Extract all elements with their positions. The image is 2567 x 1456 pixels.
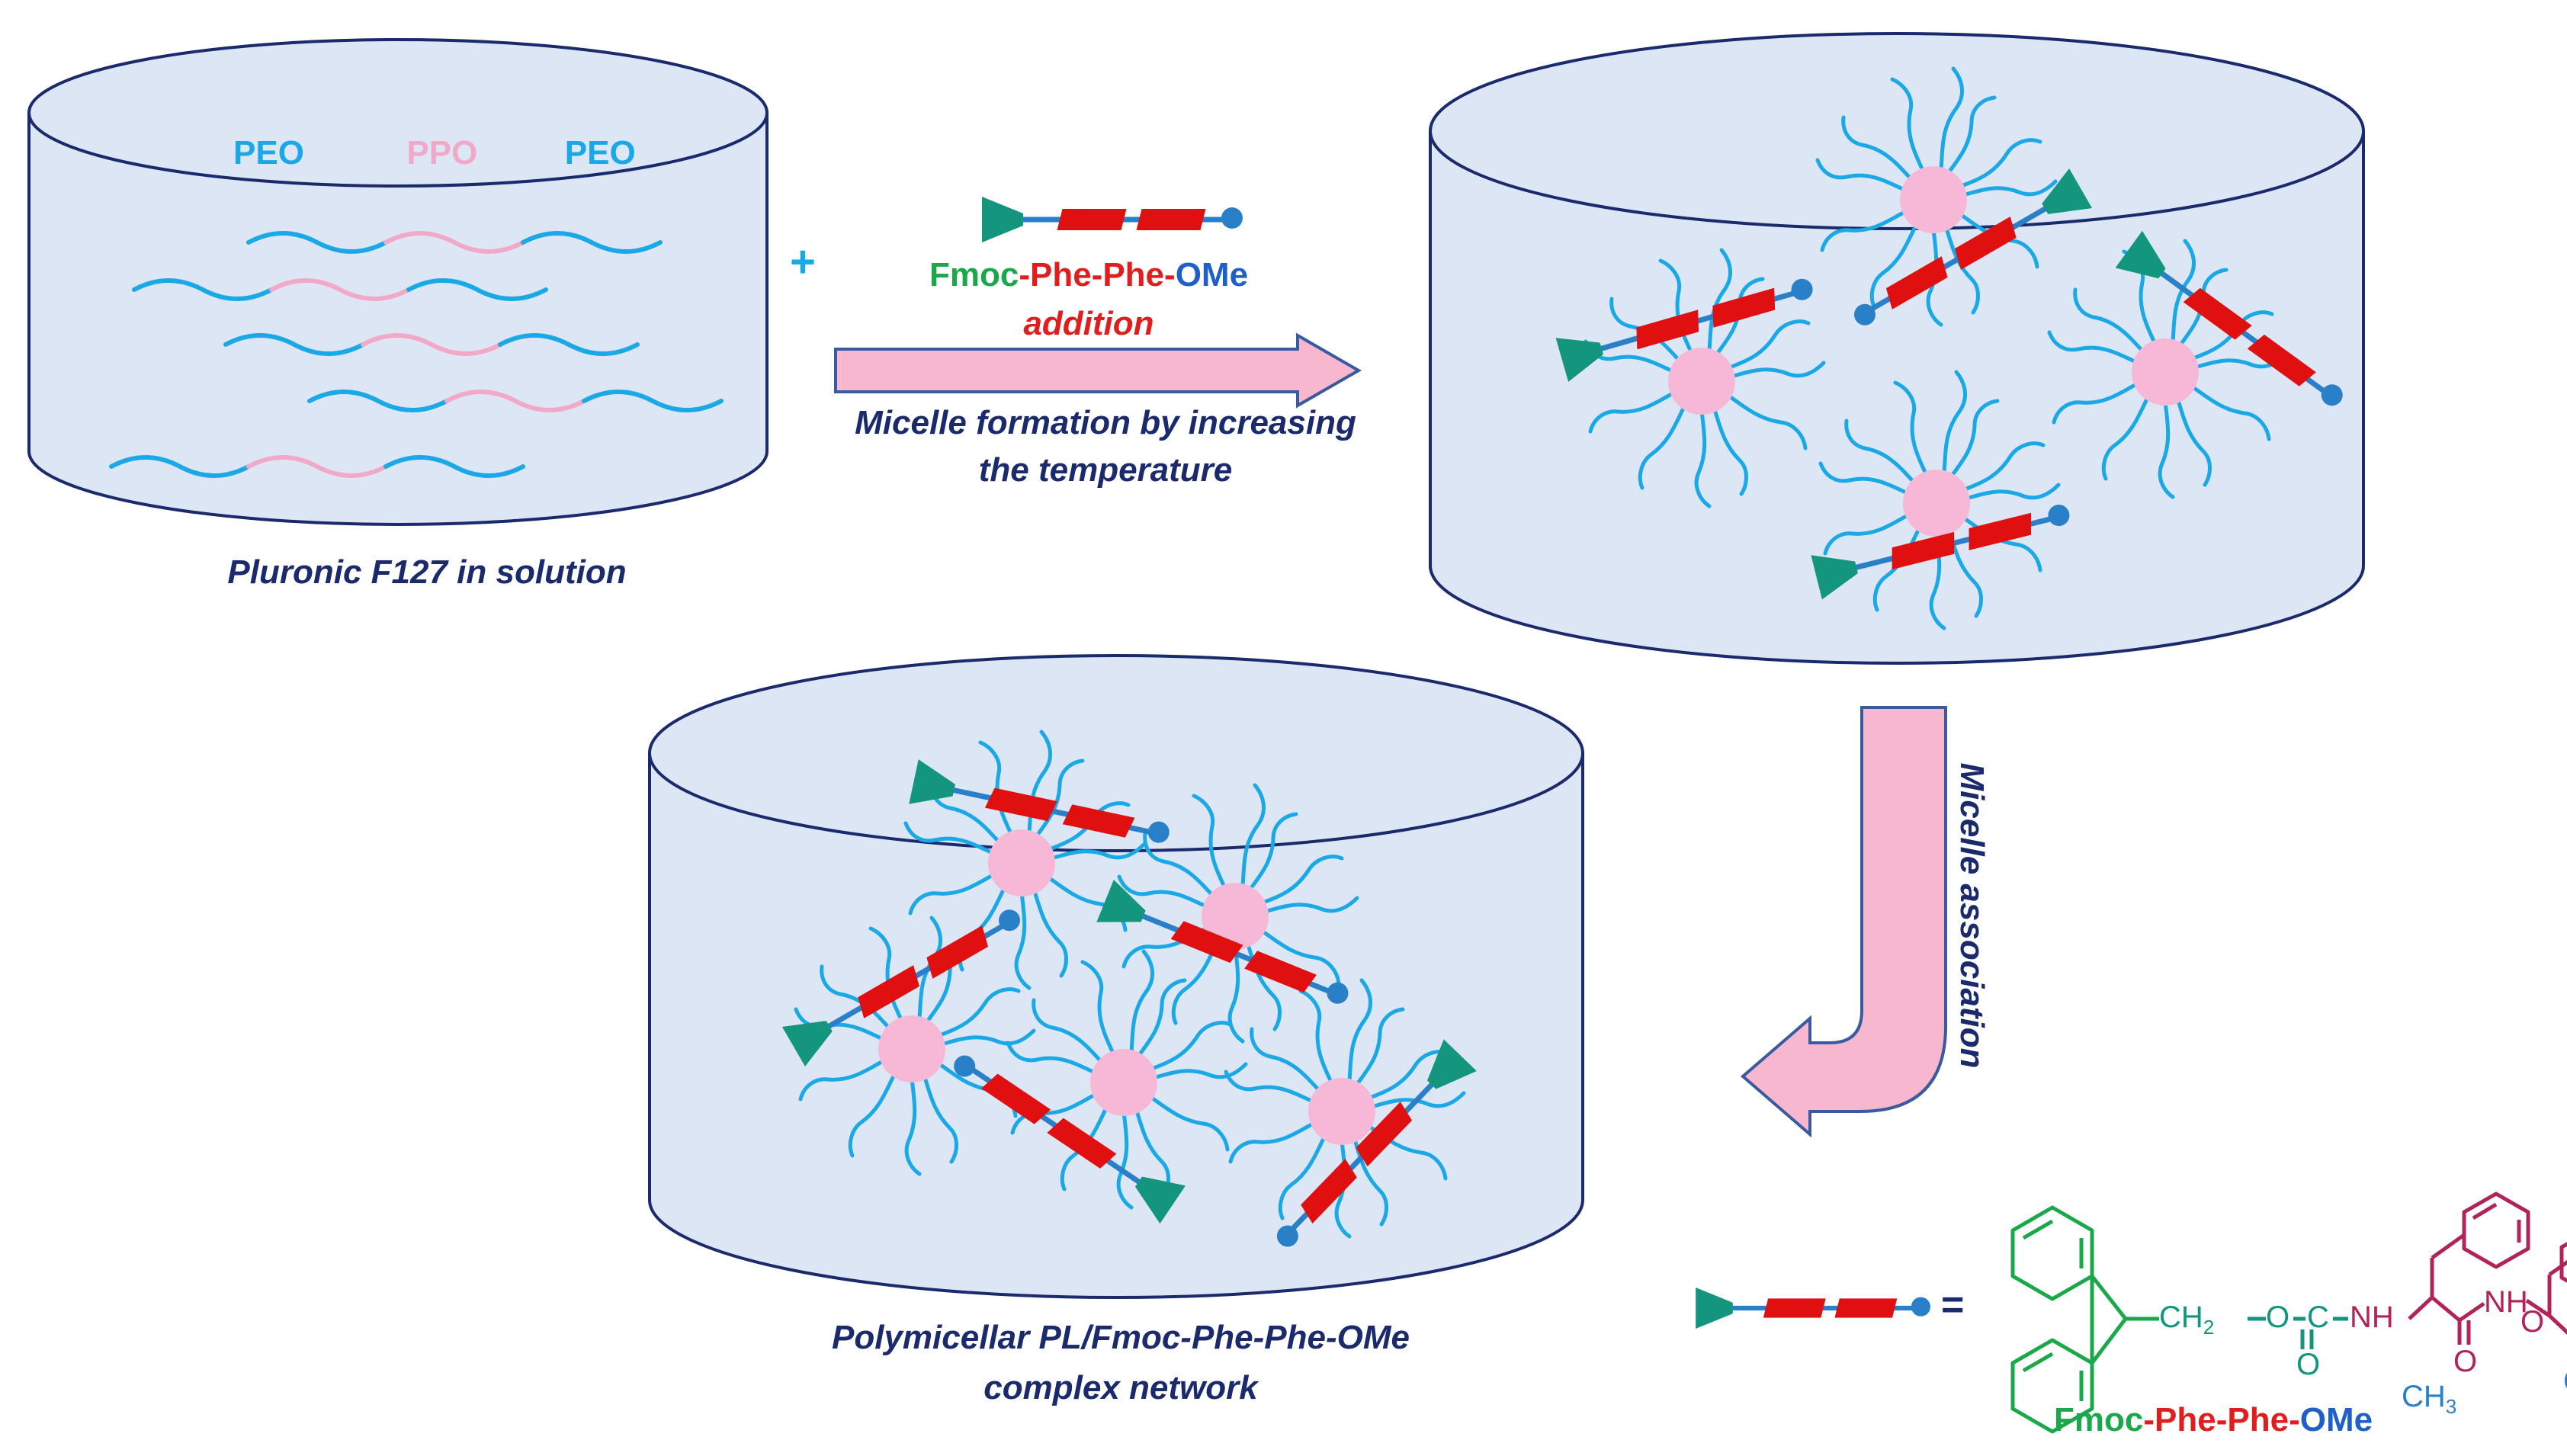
caption-pluronic-solution: Pluronic F127 in solution [227,553,627,591]
legend-peptide-icon [1696,1288,1930,1329]
legend-peptide-name: Fmoc-Phe-Phe-OMe [2054,1401,2373,1439]
arrow1-label-line2: the temperature [978,451,1233,489]
fmoc-text: Fmoc [2054,1401,2144,1438]
peptide-backbone [2408,1191,2551,1345]
phe-text: Phe [2227,1401,2289,1438]
hyphen: - [2216,1401,2228,1438]
phe2-ring [2559,1242,2567,1283]
formula-c: C [2307,1300,2329,1334]
carbamate-linker [2248,1316,2348,1349]
formula-o4: O [2563,1365,2567,1399]
hyphen: - [2289,1401,2300,1438]
formula-o-carbonyl: O [2296,1348,2321,1381]
caption-network-line2: complex network [983,1369,1258,1406]
cylinder-network [648,654,1584,1299]
cylinder1-block-labels: PEO PPO PEO [233,134,636,172]
structural-formula [2010,1191,2567,1434]
caption-network-line1: Polymicellar PL/Fmoc-Phe-Phe-OMe [832,1319,1410,1356]
hyphen: - [2143,1401,2155,1438]
arrow-micelle-association [1740,706,1947,1138]
ome-text: OMe [1175,256,1249,293]
addition-peptide-name: Fmoc-Phe-Phe-OMe [913,256,1264,294]
formula-o2: O [2453,1345,2478,1378]
phe-text: Phe [1029,256,1092,293]
formula-ch3: CH3 [2402,1380,2457,1418]
cylinder-pluronic-solution [27,38,768,526]
ome-text: OMe [2299,1401,2373,1438]
fluorene-group [2010,1205,2159,1434]
phe2-sidechain [2547,1259,2567,1316]
ester-carbonyl [2548,1314,2567,1335]
phe-text: Phe [1102,256,1165,293]
peo-label: PEO [564,134,636,172]
phe-text: Phe [2155,1401,2216,1438]
hyphen: - [1091,256,1103,293]
peo-label: PEO [233,134,304,172]
cylinder-micelles [1429,32,2365,665]
formula-ch2: CH2 [2159,1300,2215,1339]
arrow2-label: Micelle association [1953,762,1991,1069]
formula-o3: O [2520,1305,2545,1339]
legend-equals: = [1941,1283,1965,1327]
arrow1-label-line1: Micelle formation by increasing [855,404,1356,441]
ppo-label: PPO [406,134,478,172]
formula-nh1: NH [2350,1300,2394,1334]
addition-word: addition [1023,305,1154,342]
hyphen: - [1019,256,1030,293]
polymer-chains [109,231,724,478]
arrow-micelle-formation [834,332,1362,409]
formula-nh2: NH [2484,1285,2528,1319]
fmoc-text: Fmoc [929,256,1019,293]
plus-sign: + [790,237,816,287]
hyphen: - [1164,256,1176,293]
peptide-addition-icon [982,197,1243,242]
formula-o1: O [2266,1300,2290,1334]
